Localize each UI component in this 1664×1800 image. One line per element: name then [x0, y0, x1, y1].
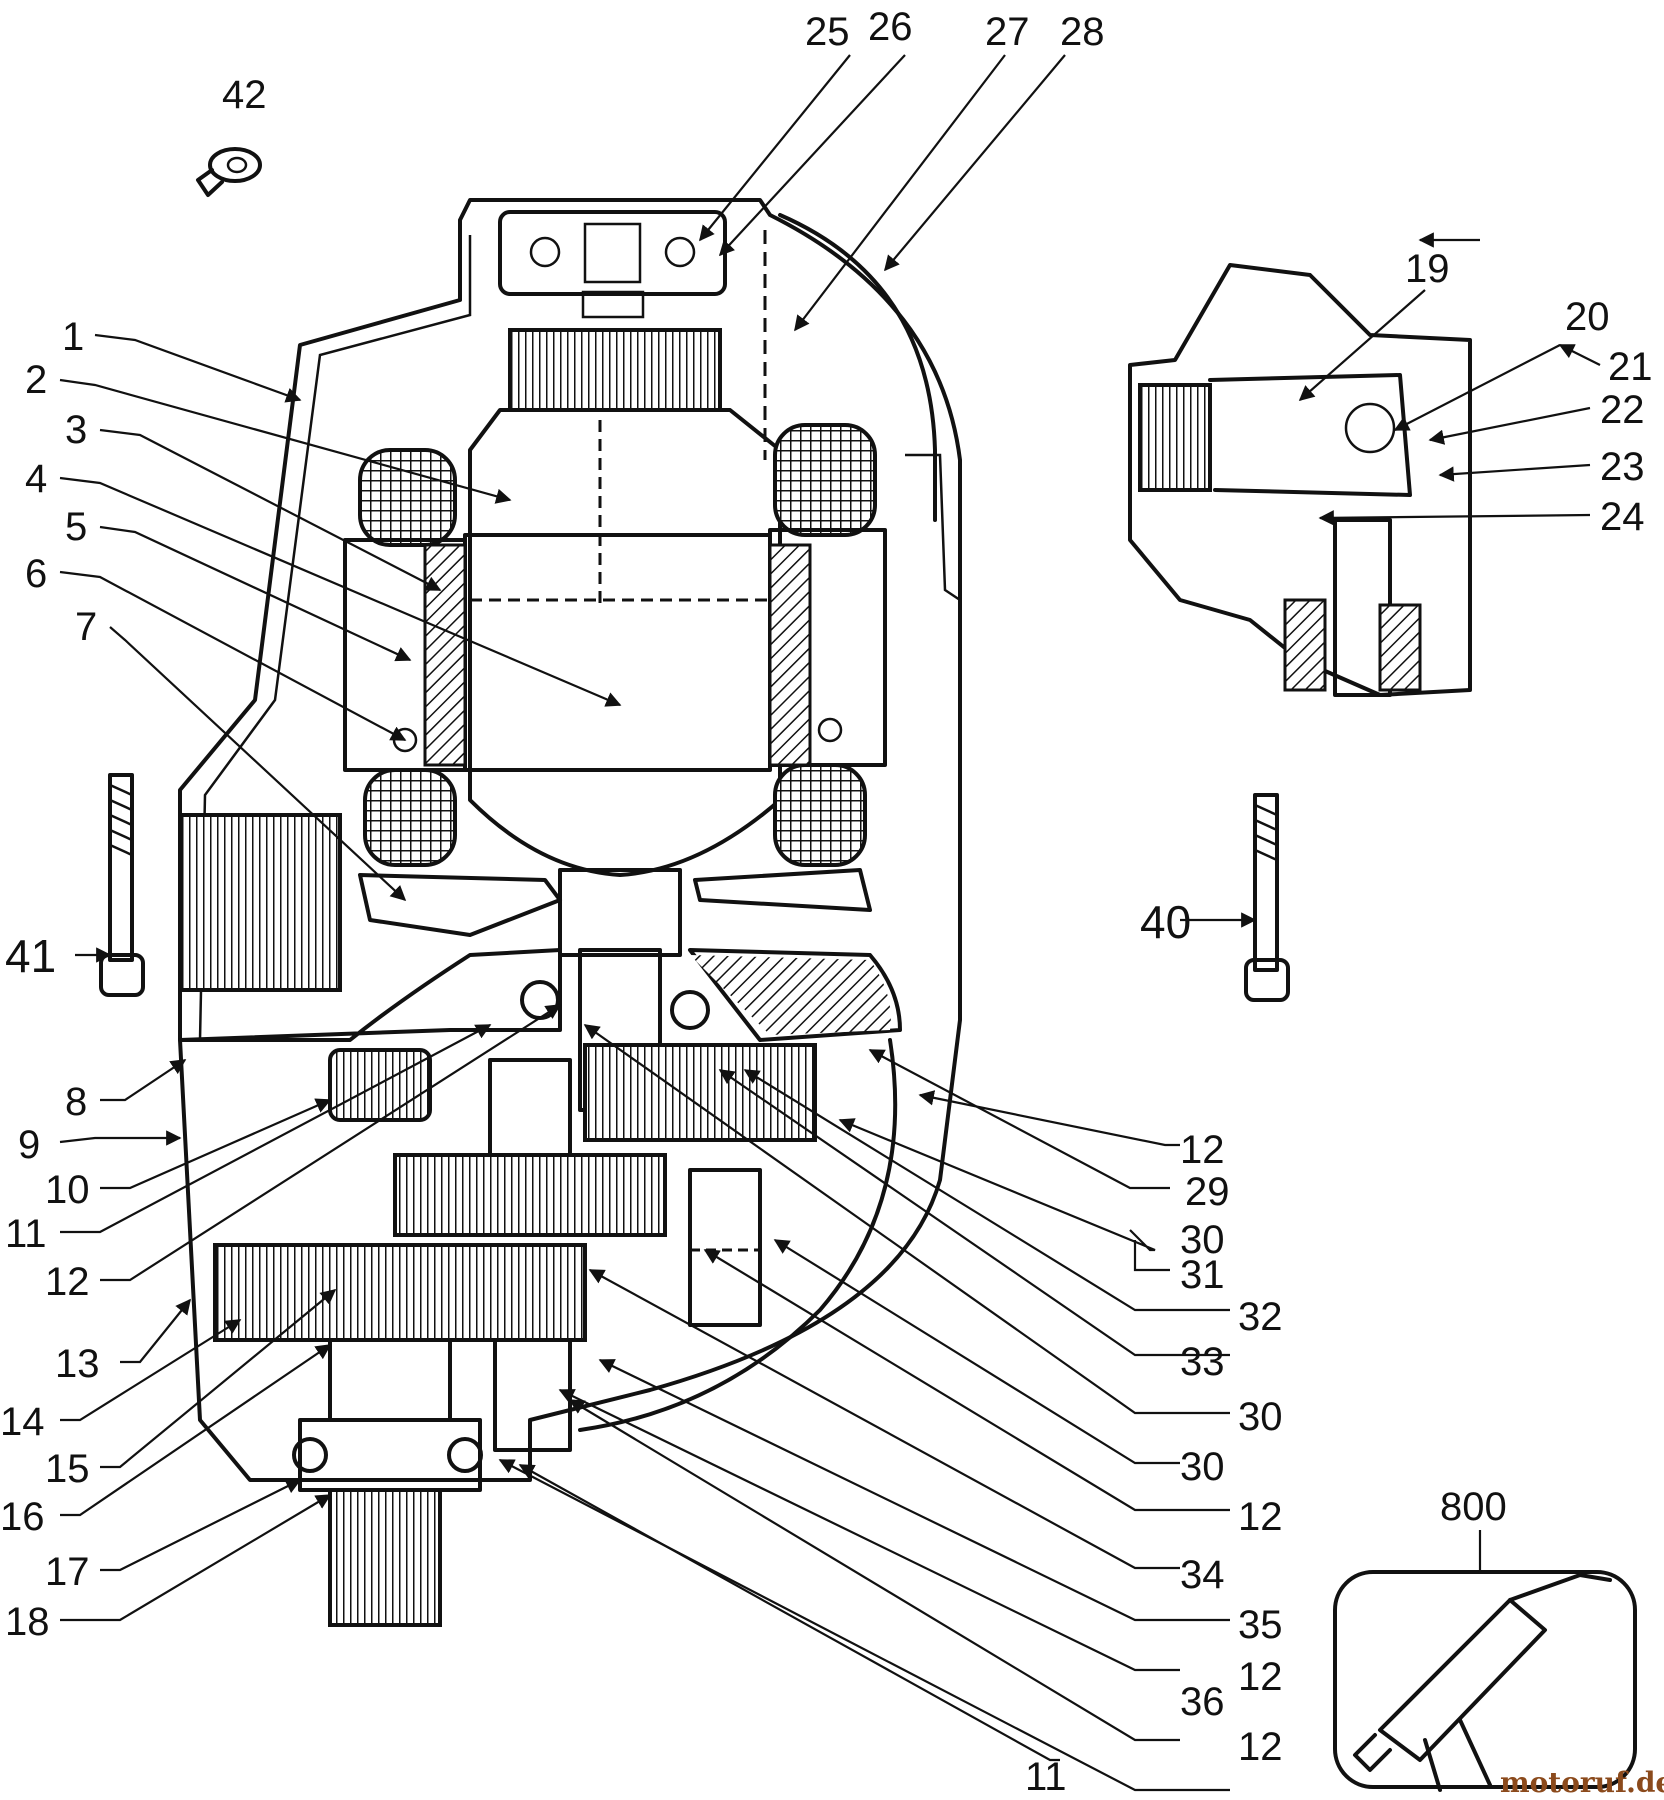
label-19: 19 — [1405, 247, 1450, 291]
label-17: 17 — [45, 1550, 90, 1594]
label-12-left-lower: 12 — [1238, 1655, 1283, 1699]
label-32: 32 — [1238, 1295, 1283, 1339]
label-25: 25 — [805, 10, 850, 54]
label-33: 33 — [1180, 1340, 1225, 1384]
label-1: 1 — [62, 315, 84, 359]
label-11-bottom: 11 — [1025, 1755, 1067, 1799]
label-34: 34 — [1180, 1553, 1225, 1597]
label-28: 28 — [1060, 10, 1105, 54]
part-labels: 1 2 3 4 5 6 7 8 9 10 11 12 13 14 15 16 1… — [0, 5, 1653, 1799]
label-40: 40 — [1140, 896, 1191, 948]
label-22: 22 — [1600, 388, 1645, 432]
grease-gun-box — [1333, 1570, 1637, 1792]
label-4: 4 — [25, 457, 47, 501]
label-20: 20 — [1565, 295, 1610, 339]
label-26: 26 — [868, 5, 913, 49]
label-29: 29 — [1185, 1170, 1230, 1214]
label-41: 41 — [5, 930, 56, 982]
label-2: 2 — [25, 358, 47, 402]
label-15: 15 — [45, 1447, 90, 1491]
label-18: 18 — [5, 1600, 50, 1644]
label-24: 24 — [1600, 495, 1645, 539]
label-7: 7 — [75, 605, 97, 649]
label-11: 11 — [5, 1212, 47, 1256]
label-23: 23 — [1600, 445, 1645, 489]
screw-41-icon — [99, 773, 145, 997]
label-31: 31 — [1180, 1253, 1225, 1297]
wing-nut-icon — [196, 147, 262, 197]
label-800: 800 — [1440, 1485, 1507, 1529]
screw-40-icon — [1244, 793, 1290, 1002]
label-6: 6 — [25, 552, 47, 596]
label-12-right-a: 12 — [1180, 1128, 1225, 1172]
label-21: 21 — [1608, 345, 1653, 389]
label-8: 8 — [65, 1080, 87, 1124]
label-10: 10 — [45, 1168, 90, 1212]
label-13: 13 — [55, 1342, 100, 1386]
leader-lines — [59, 54, 1601, 1792]
watermark: motoruf.de — [1500, 1766, 1664, 1799]
label-12-right-c: 12 — [1238, 1725, 1283, 1769]
label-9: 9 — [18, 1123, 40, 1167]
label-27: 27 — [985, 10, 1030, 54]
label-5: 5 — [65, 505, 87, 549]
label-12: 12 — [45, 1260, 90, 1304]
drill-housing — [178, 198, 962, 1627]
label-42: 42 — [222, 73, 267, 117]
label-12-right-b: 12 — [1238, 1495, 1283, 1539]
label-16: 16 — [0, 1495, 45, 1539]
label-30: 30 — [1180, 1218, 1225, 1262]
detail-inset — [1128, 263, 1472, 697]
label-14: 14 — [0, 1400, 45, 1444]
label-30-right-b: 30 — [1238, 1395, 1283, 1439]
label-3: 3 — [65, 408, 87, 452]
label-30-right-c: 30 — [1180, 1445, 1225, 1489]
label-35: 35 — [1238, 1603, 1283, 1647]
label-36: 36 — [1180, 1680, 1225, 1724]
